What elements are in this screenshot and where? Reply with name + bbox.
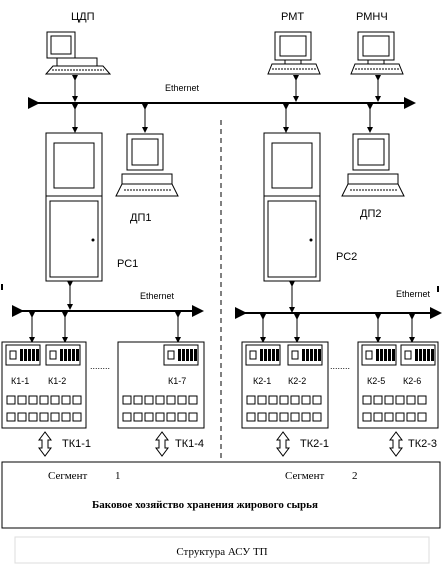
label-tk1-4: ТК1-4	[175, 438, 204, 450]
tk2-3-arrow-icon	[389, 431, 403, 457]
label-dp1: ДП1	[130, 212, 151, 224]
rmt-computer-icon	[267, 31, 321, 75]
server-rs1-icon	[45, 132, 103, 282]
cabinet-k1-7	[117, 341, 205, 429]
label-k1-1: К1-1	[11, 376, 29, 386]
tk2-1-arrow-icon	[276, 431, 290, 457]
label-k2-5: К2-5	[367, 376, 385, 386]
label-rmt: РМТ	[281, 11, 304, 23]
ellipsis-1: ........	[90, 361, 110, 371]
label-segment1-num: 1	[115, 470, 121, 482]
label-k2-2: К2-2	[288, 376, 306, 386]
label-tk2-3: ТК2-3	[408, 438, 437, 450]
cdp-computer-icon	[44, 31, 112, 75]
ellipsis-2: ........	[330, 361, 350, 371]
dp1-computer-icon	[115, 133, 179, 197]
label-rs2: РС2	[336, 251, 357, 263]
label-rs1: РС1	[117, 258, 138, 270]
caption-box	[14, 536, 430, 564]
label-k1-2: К1-2	[48, 376, 66, 386]
label-rmnch: РМНЧ	[356, 11, 388, 23]
label-cdp: ЦДП	[71, 11, 95, 23]
label-k1-7: К1-7	[168, 376, 186, 386]
label-segment1: Сегмент	[48, 470, 87, 482]
label-ethernet-left: Ethernet	[140, 291, 175, 301]
server-rs2-icon	[263, 132, 321, 282]
rmnch-computer-icon	[350, 31, 404, 75]
label-tk2-1: ТК2-1	[300, 438, 329, 450]
cabinet-k2-5-k2-6	[357, 341, 439, 429]
label-segment2: Сегмент	[285, 470, 324, 482]
facility-box	[1, 461, 441, 529]
facility-title: Баковое хозяйство хранения жирового сырь…	[92, 499, 318, 511]
cabinet-k2-1-k2-2	[241, 341, 329, 429]
dp2-computer-icon	[341, 133, 405, 197]
label-dp2: ДП2	[360, 208, 381, 220]
label-tk1-1: ТК1-1	[62, 438, 91, 450]
tk1-4-arrow-icon	[155, 431, 169, 457]
label-k2-6: К2-6	[403, 376, 421, 386]
cabinet-k1-1-k1-2	[1, 341, 87, 429]
label-ethernet-right: Ethernet	[396, 289, 431, 299]
diagram-caption: Структура АСУ ТП	[176, 546, 267, 558]
label-k2-1: К2-1	[253, 376, 271, 386]
label-segment2-num: 2	[352, 470, 358, 482]
tk1-1-arrow-icon	[38, 431, 52, 457]
label-ethernet-top: Ethernet	[165, 83, 200, 93]
